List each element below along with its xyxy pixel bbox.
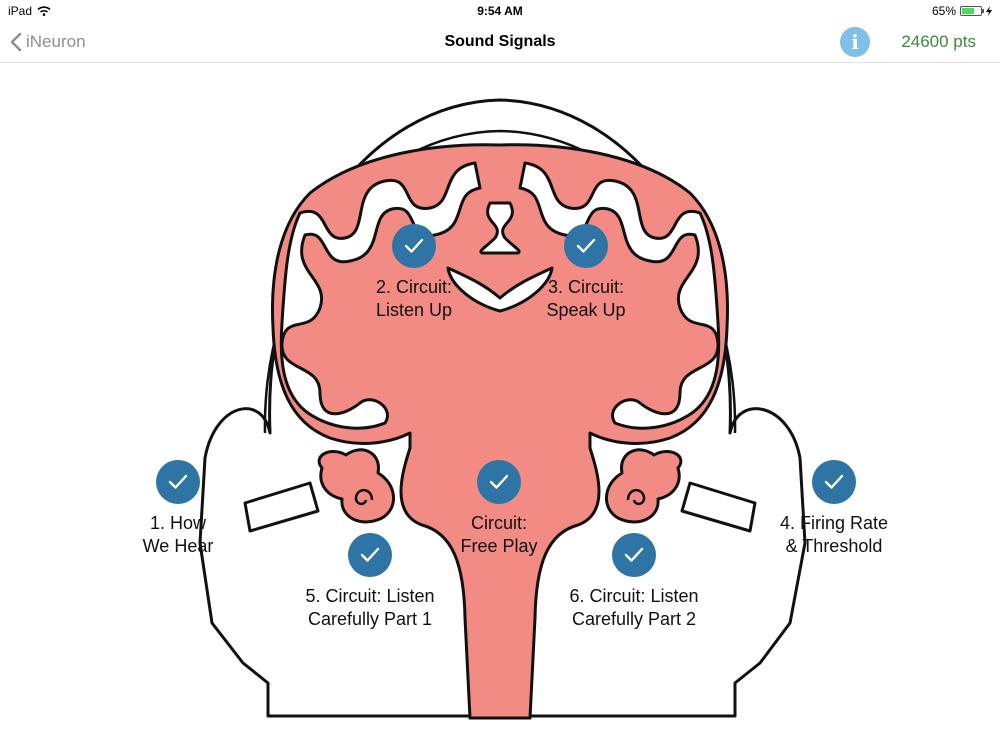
lesson-label: 1. How We Hear xyxy=(142,513,214,556)
completed-check-icon[interactable] xyxy=(477,460,521,504)
completed-check-icon[interactable] xyxy=(392,224,436,268)
left-ear-canal xyxy=(243,481,320,533)
lesson-node[interactable]: Circuit: Free Play xyxy=(419,460,579,558)
lesson-node[interactable]: 3. Circuit: Speak Up xyxy=(506,224,666,322)
battery-icon xyxy=(960,6,984,16)
info-icon: i xyxy=(851,30,859,54)
corpus-callosum xyxy=(446,266,554,313)
back-button-label: iNeuron xyxy=(26,32,86,51)
lesson-label: 3. Circuit: Speak Up xyxy=(546,277,626,320)
lesson-node[interactable]: 1. How We Hear xyxy=(98,460,258,558)
status-bar: iPad 9:54 AM 65% xyxy=(0,0,1000,22)
lesson-node[interactable]: 4. Firing Rate & Threshold xyxy=(754,460,914,558)
midline-structure xyxy=(479,201,521,255)
completed-check-icon[interactable] xyxy=(564,224,608,268)
lesson-node[interactable]: 2. Circuit: Listen Up xyxy=(334,224,494,322)
cerebrum xyxy=(271,143,729,720)
left-cochlea xyxy=(317,448,395,524)
info-button[interactable]: i xyxy=(840,27,870,57)
lesson-label: Circuit: Free Play xyxy=(460,513,538,556)
left-cortex-folds xyxy=(279,161,482,430)
lesson-label: 4. Firing Rate & Threshold xyxy=(779,513,889,556)
right-cochlea-spiral xyxy=(626,489,646,506)
lesson-node[interactable]: 6. Circuit: Listen Carefully Part 2 xyxy=(554,533,714,631)
status-time: 9:54 AM xyxy=(477,4,523,18)
chevron-left-icon xyxy=(10,32,22,52)
battery-percent: 65% xyxy=(931,4,956,18)
right-cochlea xyxy=(605,448,683,524)
device-name: iPad xyxy=(8,4,33,18)
completed-check-icon[interactable] xyxy=(156,460,200,504)
points-counter: 24600 pts xyxy=(901,32,976,51)
battery-level-fill xyxy=(962,8,974,14)
lesson-label: 2. Circuit: Listen Up xyxy=(375,277,453,320)
lesson-label: 6. Circuit: Listen Carefully Part 2 xyxy=(569,586,699,629)
right-ear-canal xyxy=(680,481,757,533)
navigation-bar: iNeuron Sound Signals i 24600 pts xyxy=(0,22,1000,63)
lesson-label: 5. Circuit: Listen Carefully Part 1 xyxy=(305,586,435,629)
completed-check-icon[interactable] xyxy=(812,460,856,504)
completed-check-icon[interactable] xyxy=(612,533,656,577)
wifi-icon xyxy=(37,6,51,16)
brain-illustration xyxy=(198,98,807,720)
lesson-node[interactable]: 5. Circuit: Listen Carefully Part 1 xyxy=(290,533,450,631)
charging-bolt-icon xyxy=(986,6,992,16)
completed-check-icon[interactable] xyxy=(348,533,392,577)
back-button[interactable]: iNeuron xyxy=(10,22,86,62)
left-cochlea-spiral xyxy=(354,489,374,506)
